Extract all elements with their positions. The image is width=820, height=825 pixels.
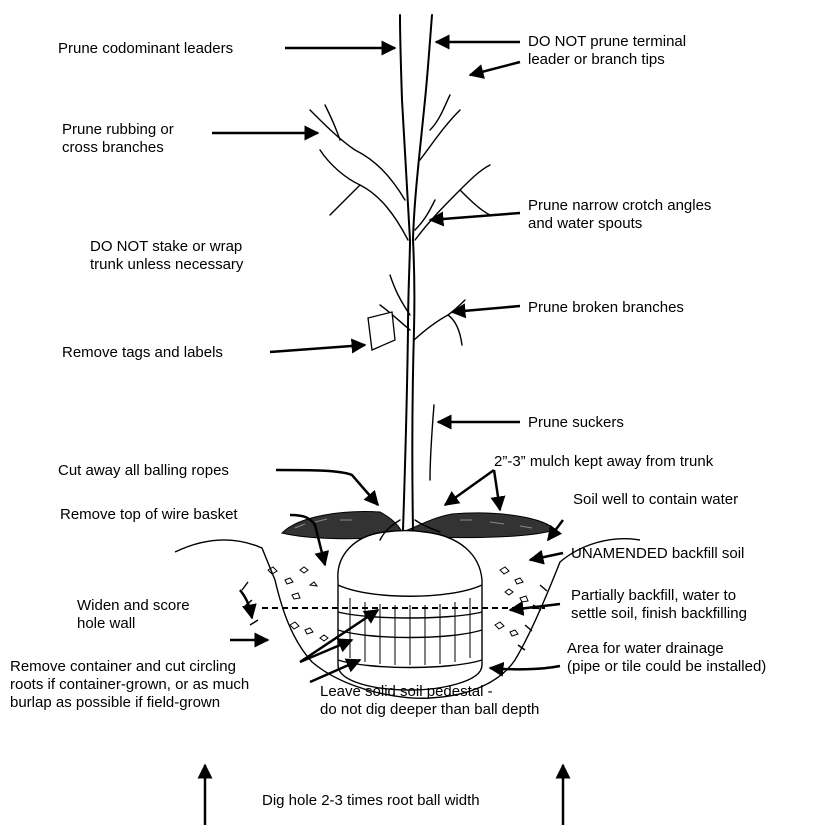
label-dig-hole: Dig hole 2-3 times root ball width	[262, 792, 480, 810]
arrow-drainage	[490, 666, 560, 669]
label-prune-rubbing: Prune rubbing or cross branches	[62, 121, 174, 157]
arrow-mulch-2	[494, 470, 500, 510]
label-line: settle soil, finish backfilling	[571, 605, 747, 623]
label-line: Area for water drainage	[567, 640, 766, 658]
label-line: Remove tags and labels	[62, 344, 223, 362]
tree	[310, 15, 490, 540]
arrow-tags	[270, 345, 365, 352]
arrow-broken	[452, 306, 520, 312]
label-line: Soil well to contain water	[573, 491, 738, 509]
label-prune-suckers: Prune suckers	[528, 414, 624, 432]
label-line: trunk unless necessary	[90, 256, 243, 274]
label-mulch: 2”-3” mulch kept away from trunk	[494, 453, 713, 471]
label-prune-codominant: Prune codominant leaders	[58, 40, 233, 58]
label-line: Prune rubbing or	[62, 121, 174, 139]
arrow-terminal-tips	[470, 62, 520, 75]
label-soil-well: Soil well to contain water	[573, 491, 738, 509]
label-line: do not dig deeper than ball depth	[320, 701, 539, 719]
label-drainage: Area for water drainage (pipe or tile co…	[567, 640, 766, 676]
arrow-mulch-1	[445, 470, 494, 505]
label-line: Widen and score	[77, 597, 190, 615]
label-line: Dig hole 2-3 times root ball width	[262, 792, 480, 810]
label-line: and water spouts	[528, 215, 711, 233]
label-line: DO NOT prune terminal	[528, 33, 686, 51]
label-line: cross branches	[62, 139, 174, 157]
label-line: Leave solid soil pedestal -	[320, 683, 539, 701]
label-line: Remove top of wire basket	[60, 506, 238, 524]
label-widen-hole: Widen and score hole wall	[77, 597, 190, 633]
label-line: UNAMENDED backfill soil	[571, 545, 744, 563]
arrow-ropes	[276, 470, 378, 505]
label-cut-ropes: Cut away all balling ropes	[58, 462, 229, 480]
label-wire-basket: Remove top of wire basket	[60, 506, 238, 524]
label-line: Prune codominant leaders	[58, 40, 233, 58]
label-do-not-prune-terminal: DO NOT prune terminal leader or branch t…	[528, 33, 686, 69]
plant-tag	[368, 312, 395, 350]
label-line: Cut away all balling ropes	[58, 462, 229, 480]
label-do-not-stake: DO NOT stake or wrap trunk unless necess…	[90, 238, 243, 274]
label-line: Prune broken branches	[528, 299, 684, 317]
label-line: burlap as possible if field-grown	[10, 694, 249, 712]
root-ball	[338, 531, 482, 691]
label-prune-crotch: Prune narrow crotch angles and water spo…	[528, 197, 711, 233]
label-line: DO NOT stake or wrap	[90, 238, 243, 256]
label-line: Remove container and cut circling	[10, 658, 249, 676]
label-partial-backfill: Partially backfill, water to settle soil…	[571, 587, 747, 623]
label-line: leader or branch tips	[528, 51, 686, 69]
label-line: Prune narrow crotch angles	[528, 197, 711, 215]
arrow-widen-1	[240, 590, 252, 618]
label-line: 2”-3” mulch kept away from trunk	[494, 453, 713, 471]
label-line: roots if container-grown, or as much	[10, 676, 249, 694]
label-remove-tags: Remove tags and labels	[62, 344, 223, 362]
label-unamended: UNAMENDED backfill soil	[571, 545, 744, 563]
label-remove-container: Remove container and cut circling roots …	[10, 658, 249, 712]
label-soil-pedestal: Leave solid soil pedestal - do not dig d…	[320, 683, 539, 719]
label-line: Partially backfill, water to	[571, 587, 747, 605]
arrow-crotch	[430, 213, 520, 220]
label-line: Prune suckers	[528, 414, 624, 432]
label-prune-broken: Prune broken branches	[528, 299, 684, 317]
label-line: hole wall	[77, 615, 190, 633]
label-line: (pipe or tile could be installed)	[567, 658, 766, 676]
arrow-unamended	[530, 553, 563, 560]
